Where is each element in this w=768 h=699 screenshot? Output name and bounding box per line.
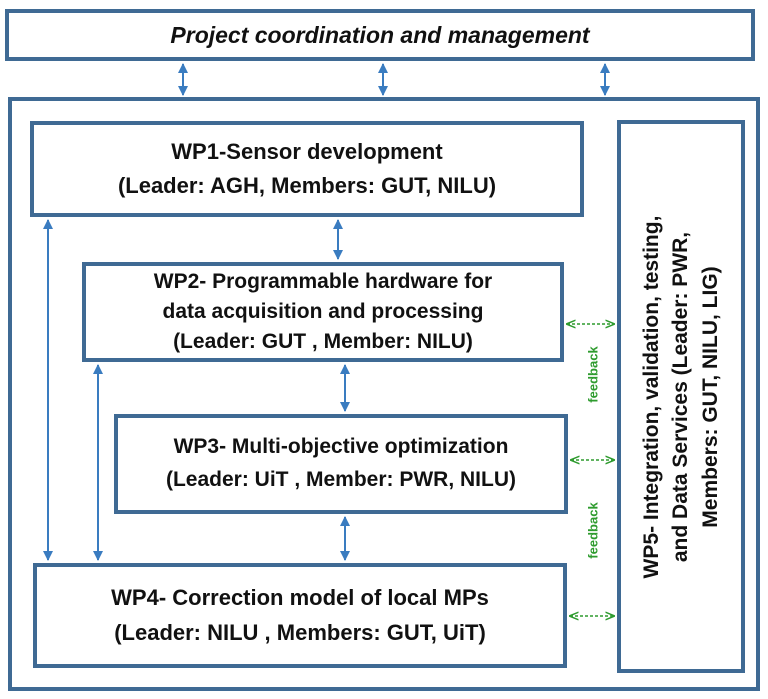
wp4-box: WP4- Correction model of local MPs (Lead… — [33, 563, 567, 668]
wp3-title: WP3- Multi-objective optimization — [173, 435, 509, 459]
project-coordination-box: Project coordination and management — [5, 9, 755, 61]
wp3-box: WP3- Multi-objective optimization (Leade… — [114, 414, 568, 514]
wp1-box: WP1-Sensor development (Leader: AGH, Mem… — [30, 121, 584, 217]
wp3-team: (Leader: UiT , Member: PWR, NILU) — [165, 468, 517, 491]
work-packages-container — [8, 97, 760, 691]
wp1-title: WP1-Sensor development — [171, 138, 443, 164]
wp2-title-cont: data acquisition and processing — [162, 300, 484, 324]
wp2-title: WP2- Programmable hardware for — [153, 270, 493, 294]
wp5-box: WP5- Integration, validation, testing, a… — [617, 120, 745, 673]
project-coordination-title: Project coordination and management — [170, 21, 590, 48]
wp2-team: (Leader: GUT , Member: NILU) — [173, 329, 473, 353]
wp4-title: WP4- Correction model of local MPs — [111, 585, 489, 611]
wp4-team: (Leader: NILU , Members: GUT, UiT) — [114, 619, 486, 645]
wp2-box: WP2- Programmable hardware for data acqu… — [82, 262, 564, 362]
wp1-team: (Leader: AGH, Members: GUT, NILU) — [117, 173, 497, 198]
